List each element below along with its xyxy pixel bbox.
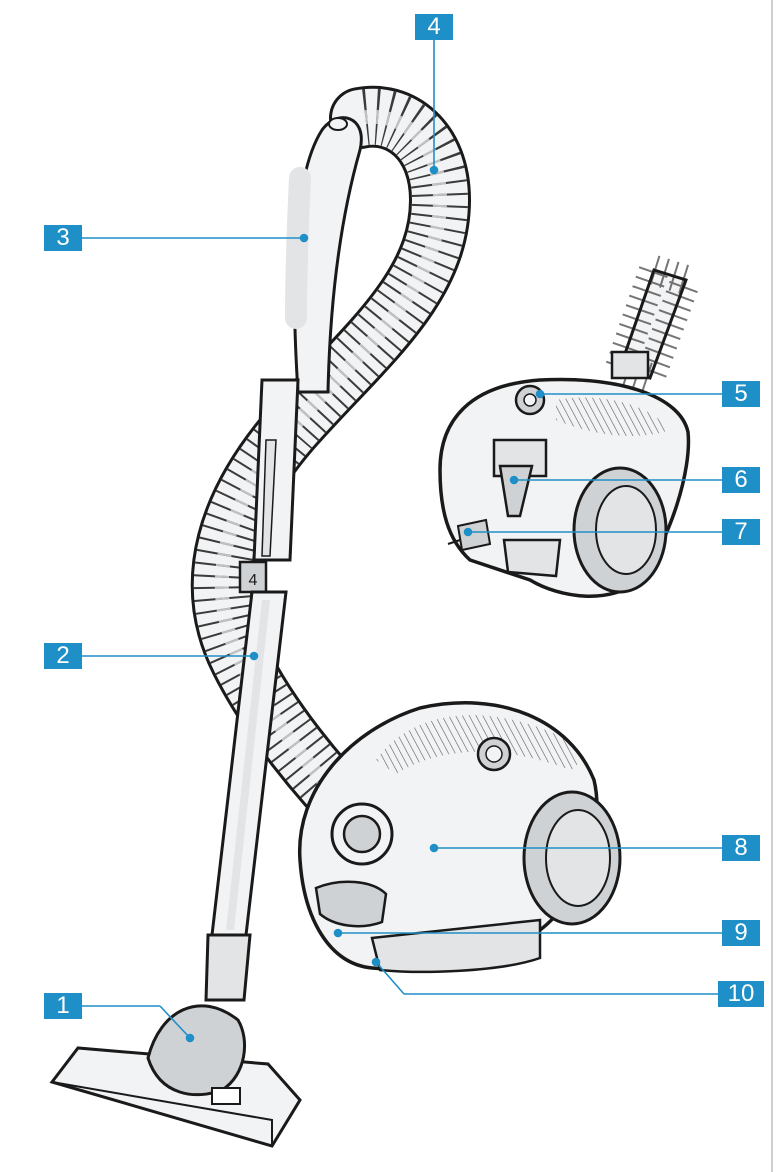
leader-lines	[82, 40, 722, 1043]
callout-8: 8	[722, 835, 760, 861]
callout-9: 9	[722, 920, 760, 946]
callout-5: 5	[722, 381, 760, 407]
callout-3: 3	[44, 225, 82, 251]
main-unit-rear-view	[438, 251, 706, 598]
callout-4: 4	[415, 14, 453, 40]
leader-8-dot	[429, 843, 439, 853]
leader-2-dot	[249, 651, 259, 661]
callout-7: 7	[722, 519, 760, 545]
callout-10: 10	[718, 981, 764, 1007]
callout-1: 1	[44, 993, 82, 1019]
page-edge-rule	[771, 0, 773, 1172]
leader-6-dot	[509, 475, 519, 485]
leader-3-dot	[299, 233, 309, 243]
leader-1b	[159, 1005, 191, 1039]
leader-7-dot	[463, 527, 473, 537]
floor-nozzle	[49, 1004, 302, 1148]
tube-clip-number: 4	[249, 572, 258, 589]
leader-5-dot	[535, 389, 545, 399]
leader-1-dot	[185, 1033, 195, 1043]
handle-and-tube: 4	[204, 116, 363, 1002]
main-unit	[298, 701, 622, 974]
callout-2: 2	[44, 643, 82, 669]
leader-10b	[375, 961, 405, 995]
leader-9-dot	[333, 928, 343, 938]
callout-6: 6	[722, 467, 760, 493]
leader-10-dot	[371, 957, 381, 967]
leader-4-dot	[429, 165, 439, 175]
